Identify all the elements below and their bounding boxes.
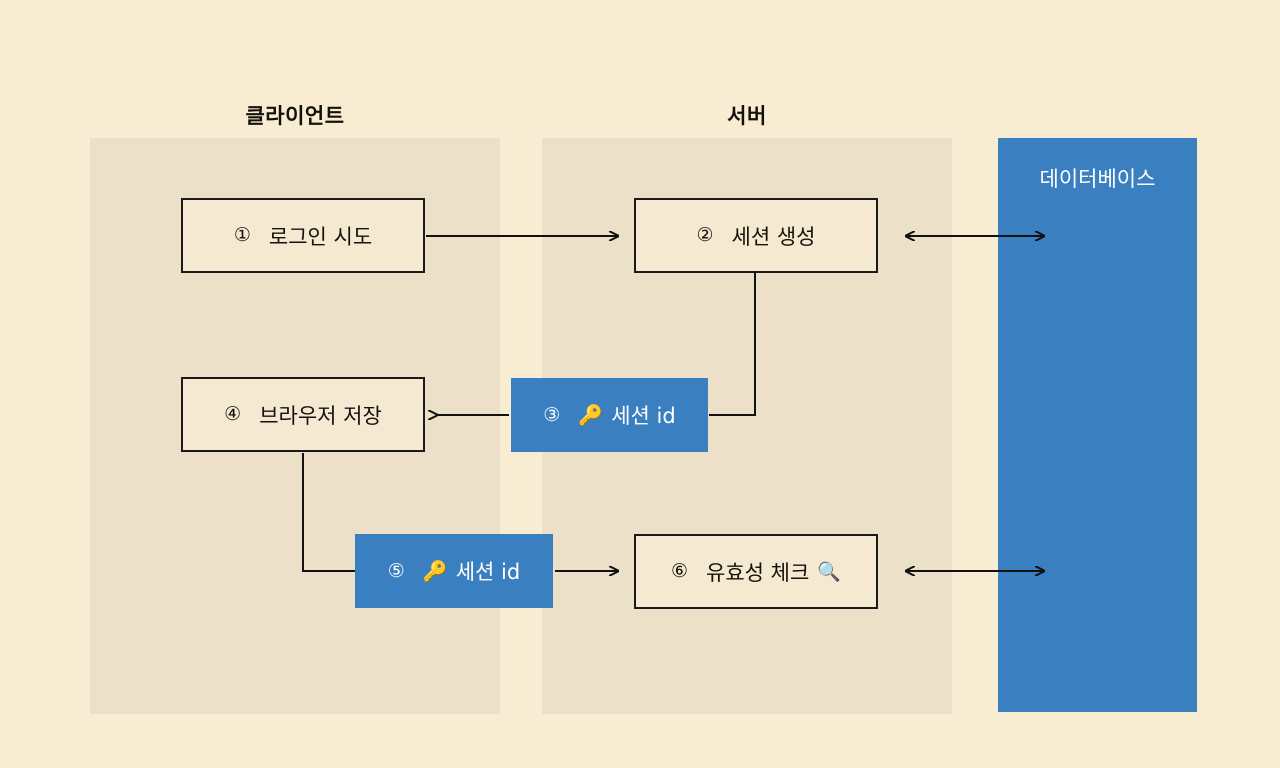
step-badge: ⑥ [671,560,689,582]
database-column [998,138,1197,712]
lane-title-client: 클라이언트 [245,104,345,128]
node-label: 유효성 체크 [706,560,810,585]
step-badge: ② [696,224,714,246]
node-label: 브라우저 저장 [259,403,382,428]
step-badge: ④ [224,403,242,425]
lane-title-server: 서버 [727,104,767,128]
node-label: 세션 생성 [731,224,816,249]
node-session-id-client[interactable]: ⑤ 🔑 세션 id [355,534,553,608]
node-browser-store[interactable]: ④ 브라우저 저장 [181,377,425,452]
key-icon: 🔑 [422,559,448,583]
step-badge: ① [233,224,251,246]
magnifier-icon: 🔍 [817,561,841,583]
node-label: 로그인 시도 [268,224,373,249]
step-badge: ⑤ [387,559,405,582]
node-login-attempt[interactable]: ① 로그인 시도 [181,198,425,273]
node-session-create[interactable]: ② 세션 생성 [634,198,878,273]
database-label: 데이터베이스 [1039,167,1156,191]
node-validity-check[interactable]: ⑥ 유효성 체크 🔍 [634,534,878,609]
node-session-id-server[interactable]: ③ 🔑 세션 id [511,378,708,452]
key-icon: 🔑 [578,403,604,427]
node-label: 세션 id [455,560,521,584]
step-badge: ③ [543,403,561,426]
node-label: 세션 id [611,404,676,428]
